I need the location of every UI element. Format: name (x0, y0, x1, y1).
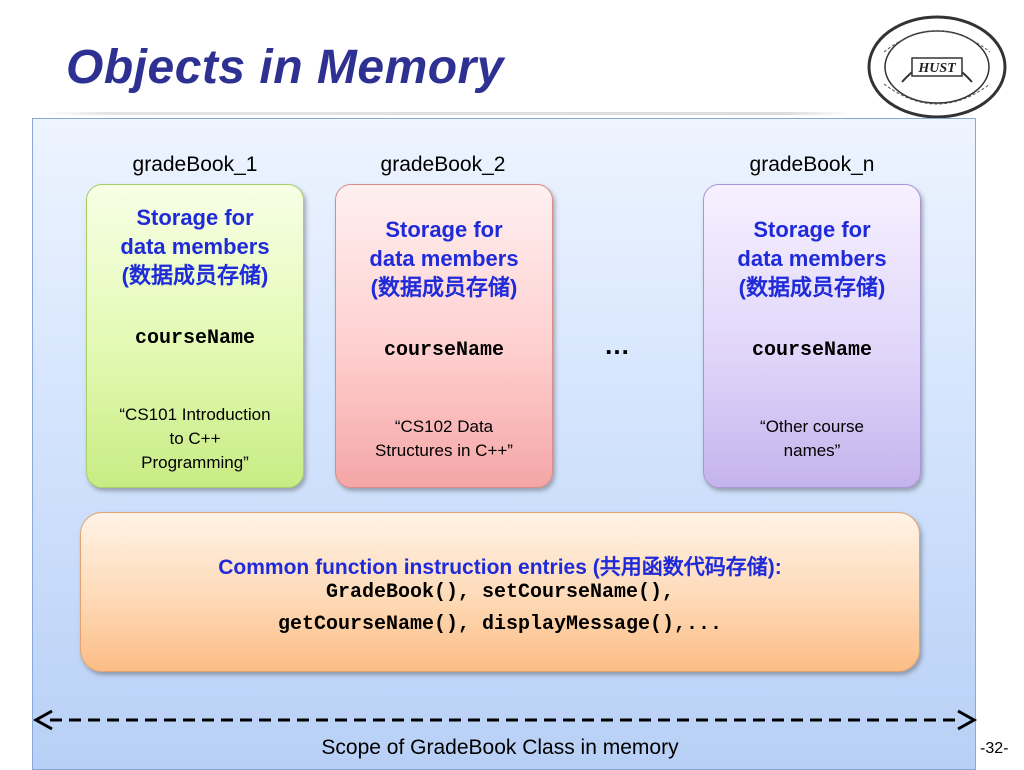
common-functions-box: Common function instruction entries (共用函… (80, 512, 920, 672)
object-label-n: gradeBook_n (749, 153, 875, 176)
scope-double-arrow (32, 709, 978, 731)
object-label-1: gradeBook_1 (132, 153, 258, 176)
storage-heading-line1: Storage for (136, 205, 254, 230)
storage-heading-line3: (数据成员存储) (370, 275, 518, 300)
page-number: -32- (980, 740, 1009, 757)
member-value-line2: names” (783, 441, 841, 460)
scope-label: Scope of GradeBook Class in memory (321, 736, 679, 759)
storage-heading-line1: Storage for (753, 217, 871, 242)
more-objects-ellipsis: … (604, 330, 630, 360)
member-value-line3: Programming” (141, 453, 249, 472)
member-name: courseName (383, 339, 505, 362)
slide-title: Objects in Memory (66, 41, 504, 94)
object-label-2: gradeBook_2 (380, 153, 506, 176)
common-functions-code-line1: GradeBook(), setCourseName(), (325, 581, 675, 604)
storage-heading-line3: (数据成员存储) (121, 263, 269, 288)
object-card-1: Storage for data members (数据成员存储) course… (86, 184, 304, 488)
storage-heading-line2: data members (120, 234, 270, 259)
object-card-n: Storage for data members (数据成员存储) course… (703, 184, 921, 488)
object-card-2: Storage for data members (数据成员存储) course… (335, 184, 553, 488)
storage-heading-line1: Storage for (385, 217, 503, 242)
member-value-line1: “CS102 Data (394, 417, 494, 436)
logo-text: HUST (917, 61, 957, 76)
member-name: courseName (751, 339, 873, 362)
storage-heading-line3: (数据成员存储) (738, 275, 886, 300)
storage-heading-line2: data members (369, 246, 519, 271)
common-functions-code-line2: getCourseName(), displayMessage(),... (277, 613, 723, 636)
member-value-line1: “Other course (760, 417, 864, 436)
title-divider (44, 112, 850, 115)
university-logo: HUST (867, 15, 1007, 119)
member-name: courseName (134, 327, 256, 350)
member-value-line2: Structures in C++” (375, 441, 513, 460)
member-value-line1: “CS101 Introduction (119, 405, 271, 424)
storage-heading-line2: data members (737, 246, 887, 271)
common-functions-title: Common function instruction entries (共用函… (218, 556, 782, 579)
member-value-line2: to C++ (169, 429, 221, 448)
